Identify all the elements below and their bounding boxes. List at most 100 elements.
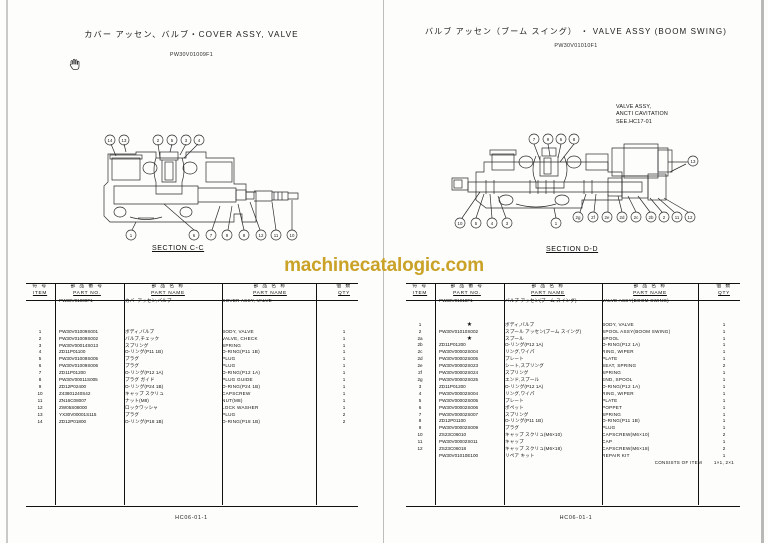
svg-text:1: 1 [130, 233, 133, 238]
cell-part-name-jp: キャップ [505, 439, 524, 445]
cell-item: 2g [417, 376, 423, 382]
cell-part-name-jp: バルブ,チェック [125, 335, 160, 341]
cell-part-name-jp: O-リング(P12 1A) [505, 383, 544, 389]
cell-part-no: PW30V00002S024 [439, 370, 479, 376]
cell-item: 2b [417, 342, 423, 348]
cell-qty: 1 [722, 383, 726, 389]
svg-text:7: 7 [533, 137, 536, 142]
table-header-row: 符 号 ITEM 部 品 番 号 PART NO. 部 品 名 称 PART N… [406, 284, 744, 298]
left-table-rule [55, 283, 56, 505]
col-header-part-no: 部 品 番 号 PART NO. [70, 284, 104, 296]
cell-item: 2a [417, 335, 423, 341]
cell-item: 10 [37, 390, 43, 396]
cell-item: 12 [37, 404, 43, 410]
left-footer-code: HC06-01-1 [175, 515, 208, 521]
cell-qty: 1 [722, 397, 726, 403]
cell-qty: 1 [342, 342, 346, 348]
cell-part-name-en: PLUG [602, 425, 616, 431]
right-table-rule [504, 283, 505, 505]
cell-qty: 1 [722, 328, 726, 334]
svg-text:5: 5 [171, 138, 174, 143]
cell-item: 4 [418, 390, 422, 396]
cell-item: 12 [417, 446, 423, 452]
cell-part-name-jp: プラグ ガイド [125, 377, 155, 383]
svg-text:3: 3 [185, 138, 188, 143]
cell-part-no: ZD12P01800 [59, 418, 87, 424]
cell-part-name-jp: エンド,スプール [505, 376, 540, 382]
left-parts-table: 符 号 ITEM 部 品 番 号 PART NO. 部 品 名 称 PART N… [26, 284, 364, 425]
svg-text:2: 2 [157, 138, 160, 143]
cell-part-name-jp: キャップ スクリュ [125, 390, 164, 396]
right-section-caption: SECTION D-D [546, 246, 599, 253]
cell-item: 2 [418, 328, 422, 334]
cell-part-no: YX30V00001S115 [59, 411, 97, 417]
cell-qty: 1 [722, 411, 726, 417]
cell-qty: 1 [722, 390, 726, 396]
cell-item: 11 [417, 439, 423, 445]
cell-part-name-en: LOCK WASHER [222, 404, 259, 410]
left-table-body: PW30V01009F1 カバ- アッセン,バルブ COVER ASSY, VA… [26, 298, 364, 329]
right-table-frame [406, 283, 740, 507]
left-table-frame [26, 283, 358, 507]
cell-part-no: PW30V00002S025 [439, 376, 479, 382]
cell-qty: 1 [342, 404, 346, 410]
cell-part-name-en: PLUG GUIDE [222, 377, 253, 383]
svg-text:12: 12 [688, 215, 693, 220]
cell-part-name-en: PLATE [602, 397, 618, 403]
col-header-item: 符 号 ITEM [32, 284, 48, 296]
cell-item: 2d [417, 356, 423, 362]
cell-part-name-en: BODY, VALVE [222, 328, 254, 334]
cell-part-name-jp: ボディ,バルブ [505, 321, 535, 327]
cell-part-name-en: O-RING(P11 1B) [602, 418, 640, 424]
cell-part-no: PW30V00002S023 [439, 363, 479, 369]
cell-part-no: Z43801240S42 [59, 390, 91, 396]
cell-part-no: PW30V00002S011 [439, 439, 478, 445]
cell-part-no: ZD11P01200 [439, 342, 466, 348]
cell-item: 5 [38, 356, 42, 362]
svg-text:3: 3 [506, 221, 509, 226]
col-header-part-no: 部 品 番 号 PART NO. [450, 284, 484, 296]
cell-part-name-jp: ナット(M8) [125, 397, 149, 403]
cell-part-name-jp: リング,ワイパ [505, 390, 535, 396]
cell-part-name-en: PLATE [602, 356, 618, 362]
cell-part-name-en: O-RING(P11 1B) [222, 349, 260, 355]
cell-item: 7 [418, 411, 422, 417]
svg-text:4: 4 [198, 138, 201, 143]
right-footer-code: HC06-01-1 [559, 515, 593, 521]
cell-qty: 1 [342, 370, 346, 376]
cell-part-name-en: POPPET [602, 404, 623, 410]
svg-text:9: 9 [547, 137, 550, 142]
cell-qty: 1 [722, 321, 726, 327]
cell-part-no: PW30V00002S006 [439, 404, 479, 410]
consists-of-item-value: 1×1, 2×1 [713, 459, 735, 465]
svg-text:4: 4 [491, 221, 494, 226]
cell-part-name-jp: スプール [505, 335, 524, 341]
cell-part-name-en: PLUG [222, 411, 236, 417]
cell-part-name-jp: O-リング(P12 1A) [125, 370, 164, 376]
left-catalog-page: カバー アッセン、バルブ・COVER ASSY, VALVE PW30V0100… [0, 0, 384, 543]
right-table-rule [602, 283, 603, 505]
cell-qty: 1 [342, 397, 346, 403]
svg-text:11: 11 [274, 233, 279, 238]
cell-part-no: ZS23C06010 [439, 432, 467, 438]
cell-qty: 1 [722, 370, 726, 376]
cell-qty: 1 [722, 342, 726, 348]
cell-part-name-jp: プラグ [125, 356, 140, 362]
cell-part-name-en: CAPSCREW [222, 390, 251, 396]
